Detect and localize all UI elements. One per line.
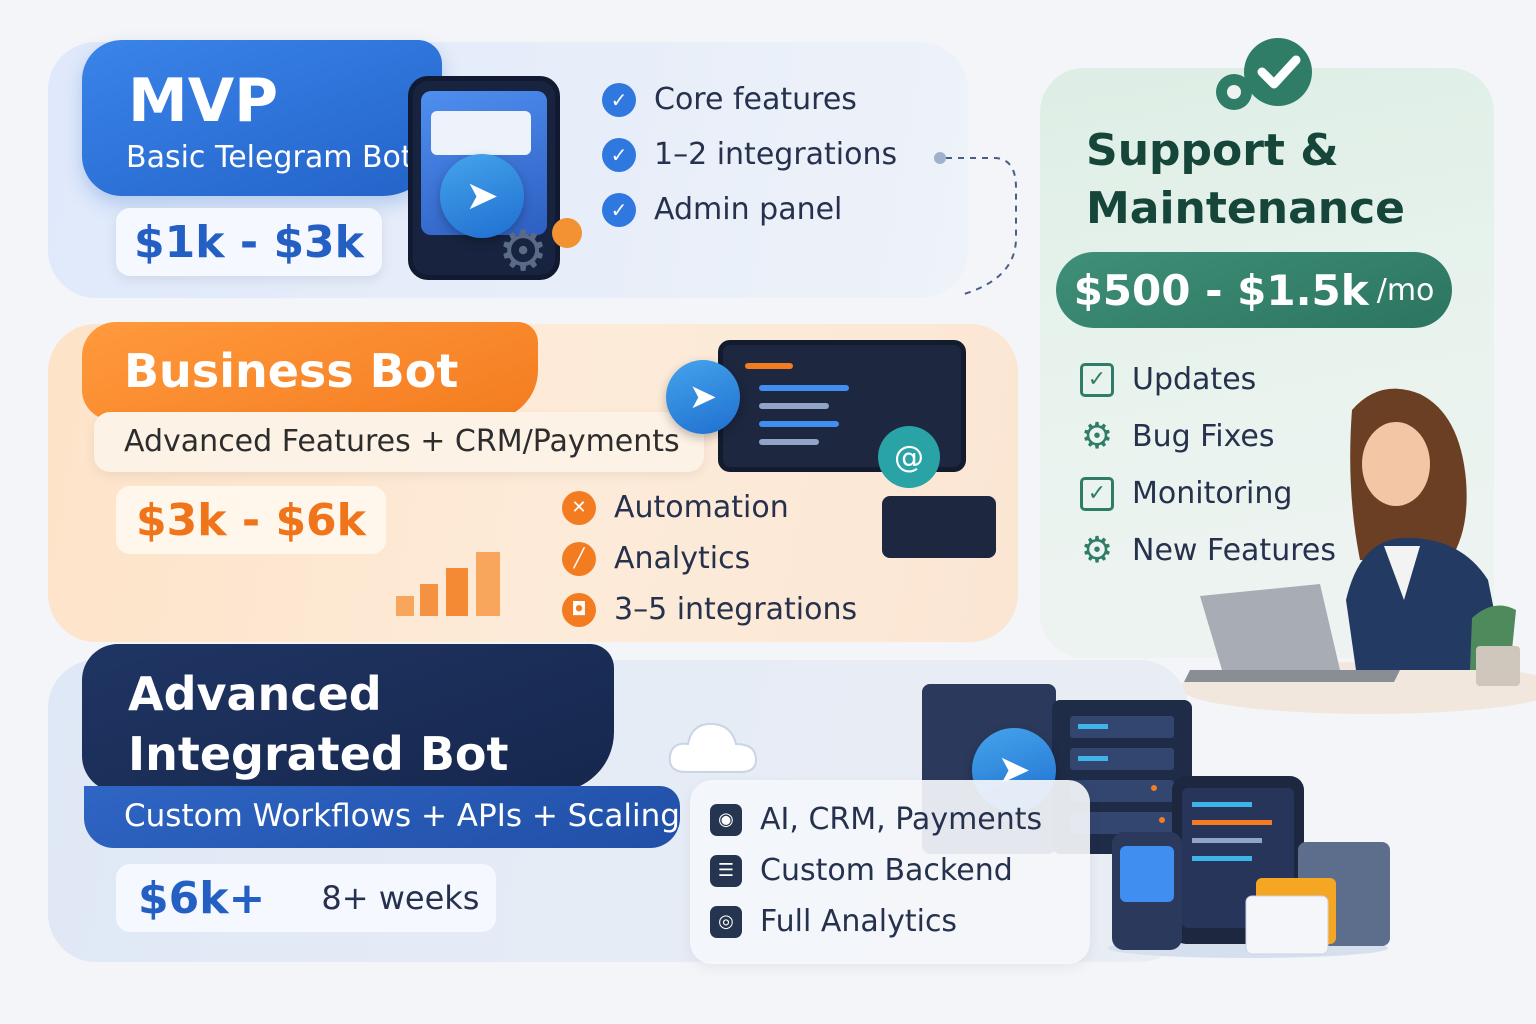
gear-icon: ⚙ <box>1080 415 1114 457</box>
advanced-title-line: Integrated Bot <box>128 727 509 781</box>
advanced-price: $6k+ <box>138 872 266 924</box>
advanced-subtitle: Custom Workflows + APIs + Scaling <box>124 798 680 834</box>
telegram-icon: ➤ <box>666 360 740 434</box>
list-item: ╱ Analytics <box>562 541 857 576</box>
analytics-icon: ╱ <box>562 541 596 576</box>
feature-label: Bug Fixes <box>1132 419 1275 454</box>
check-circle-icon: ✓ <box>602 137 636 172</box>
feature-label: New Features <box>1132 533 1336 568</box>
list-item: ⚙ New Features <box>1080 529 1336 571</box>
backend-icon: ☰ <box>710 854 742 887</box>
dashboard-monitor-illustration <box>718 340 966 472</box>
advanced-duration: 8+ weeks <box>321 879 480 917</box>
automation-icon: ✕ <box>562 490 596 525</box>
business-subtitle: Advanced Features + CRM/Payments <box>124 424 680 459</box>
support-title: Support & Maintenance <box>1086 122 1416 238</box>
business-subtitle-bar <box>94 412 704 472</box>
feature-label: Monitoring <box>1132 476 1293 511</box>
advanced-feature-panel <box>690 780 1090 964</box>
feature-label: Automation <box>614 490 789 525</box>
check-circle-icon: ✓ <box>602 192 636 227</box>
feature-label: Updates <box>1132 362 1257 397</box>
list-item: ✕ Automation <box>562 490 857 525</box>
devices-illustration <box>1108 776 1390 958</box>
telegram-icon: ➤ <box>440 154 524 238</box>
list-item: ✓ Monitoring <box>1080 476 1336 511</box>
orange-cog-icon <box>552 218 582 248</box>
mvp-price: $1k - $3k <box>116 208 382 276</box>
support-price: $500 - $1.5k /mo <box>1056 252 1452 328</box>
feature-label: Core features <box>654 82 857 117</box>
email-icon: @ <box>878 426 940 488</box>
check-circle-icon: ✓ <box>602 82 636 117</box>
terminal-illustration <box>882 496 996 558</box>
mvp-header-tab <box>82 40 442 196</box>
business-title: Business Bot <box>124 344 459 398</box>
list-item: ⚙ Bug Fixes <box>1080 415 1336 457</box>
dashed-connector <box>934 152 1017 295</box>
checkbox-icon: ✓ <box>1080 476 1114 511</box>
growth-bars-illustration <box>396 552 500 616</box>
support-title-line: Support & <box>1086 125 1339 176</box>
advanced-title-line: Advanced <box>128 667 382 721</box>
feature-label: 1–2 integrations <box>654 137 898 172</box>
list-item: ◘ 3–5 integrations <box>562 592 857 627</box>
cloud-icon <box>668 722 758 773</box>
support-price-unit: /mo <box>1376 272 1435 308</box>
integrations-icon: ◘ <box>562 592 596 627</box>
business-feature-list: ✕ Automation ╱ Analytics ◘ 3–5 integrati… <box>562 490 857 627</box>
advanced-feature-list: ◉ AI, CRM, Payments ☰ Custom Backend ◎ F… <box>710 802 1042 939</box>
business-header-tab <box>82 322 538 420</box>
ai-chip-icon: ◉ <box>710 803 742 836</box>
support-feature-list: ✓ Updates ⚙ Bug Fixes ✓ Monitoring ⚙ New… <box>1080 362 1336 568</box>
feature-label: Analytics <box>614 541 751 576</box>
list-item: ◉ AI, CRM, Payments <box>710 802 1042 837</box>
support-title-line: Maintenance <box>1086 183 1406 234</box>
mvp-title: MVP <box>128 66 279 136</box>
feature-label: Admin panel <box>654 192 843 227</box>
gear-icon: ⚙ <box>498 219 549 284</box>
mvp-subtitle: Basic Telegram Bot <box>126 140 413 175</box>
list-item: ✓ Updates <box>1080 362 1336 397</box>
advanced-price-box: $6k+ 8+ weeks <box>116 864 496 932</box>
support-person-illustration <box>1180 388 1536 714</box>
feature-label: AI, CRM, Payments <box>760 802 1043 837</box>
list-item: ✓ Admin panel <box>602 192 897 227</box>
feature-label: Full Analytics <box>760 904 958 939</box>
checkbox-icon: ✓ <box>1080 362 1114 397</box>
gear-icon: ⚙ <box>1080 529 1114 571</box>
analytics-icon: ◎ <box>710 905 742 938</box>
advanced-header-tab <box>82 644 614 792</box>
list-item: ✓ Core features <box>602 82 897 117</box>
business-price: $3k - $6k <box>116 486 386 554</box>
advanced-subtitle-bar <box>84 786 680 848</box>
list-item: ◎ Full Analytics <box>710 904 1042 939</box>
list-item: ☰ Custom Backend <box>710 853 1042 888</box>
list-item: ✓ 1–2 integrations <box>602 137 897 172</box>
support-price-value: $500 - $1.5k <box>1073 265 1369 315</box>
advanced-title: Advanced Integrated Bot <box>128 664 509 784</box>
mvp-feature-list: ✓ Core features ✓ 1–2 integrations ✓ Adm… <box>602 82 897 227</box>
gear-check-icon <box>1216 38 1312 110</box>
feature-label: Custom Backend <box>760 853 1013 888</box>
feature-label: 3–5 integrations <box>614 592 858 627</box>
